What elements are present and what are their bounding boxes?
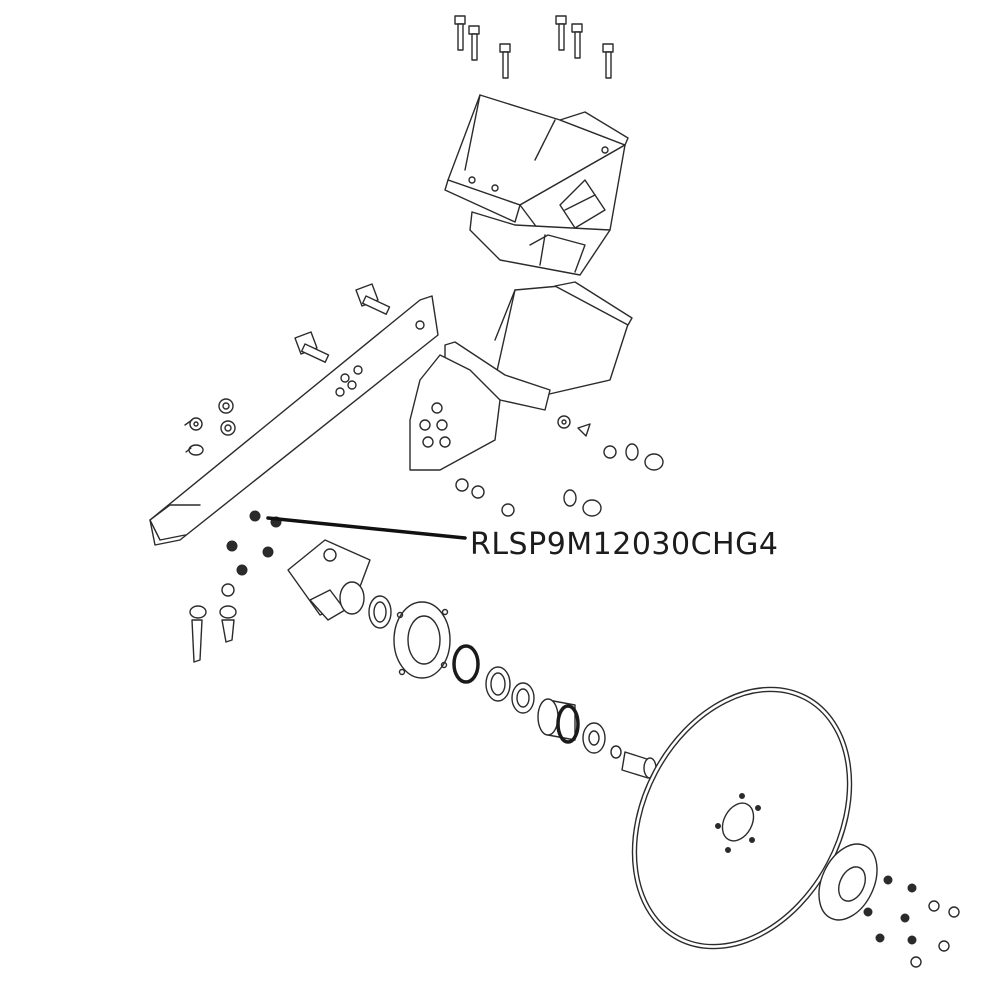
disc-blade	[631, 686, 853, 950]
long-mounting-arm	[149, 295, 439, 546]
upper-mounting-bracket	[444, 94, 629, 246]
bolt	[555, 15, 567, 51]
part-number-label: RLSP9M12030CHG4	[470, 527, 779, 562]
bolt	[468, 25, 480, 61]
hub-mount-bracket	[287, 539, 371, 621]
bolt	[454, 15, 466, 51]
disc-cap	[818, 843, 878, 921]
middle-bracket	[469, 211, 611, 276]
bracket-fasteners	[455, 415, 664, 517]
lower-mounting-bracket	[409, 281, 633, 471]
arm-bolt	[355, 283, 391, 315]
carriage-bolts	[189, 510, 282, 663]
bolt	[602, 43, 614, 79]
arm-fasteners	[184, 398, 236, 456]
callout-leader-line	[266, 516, 467, 540]
spindle-stack	[368, 595, 657, 779]
arm-bolt	[294, 331, 330, 363]
top-bolt-group	[454, 15, 614, 79]
bolt	[499, 43, 511, 79]
disc-nuts	[863, 875, 960, 968]
bolt	[571, 23, 583, 59]
